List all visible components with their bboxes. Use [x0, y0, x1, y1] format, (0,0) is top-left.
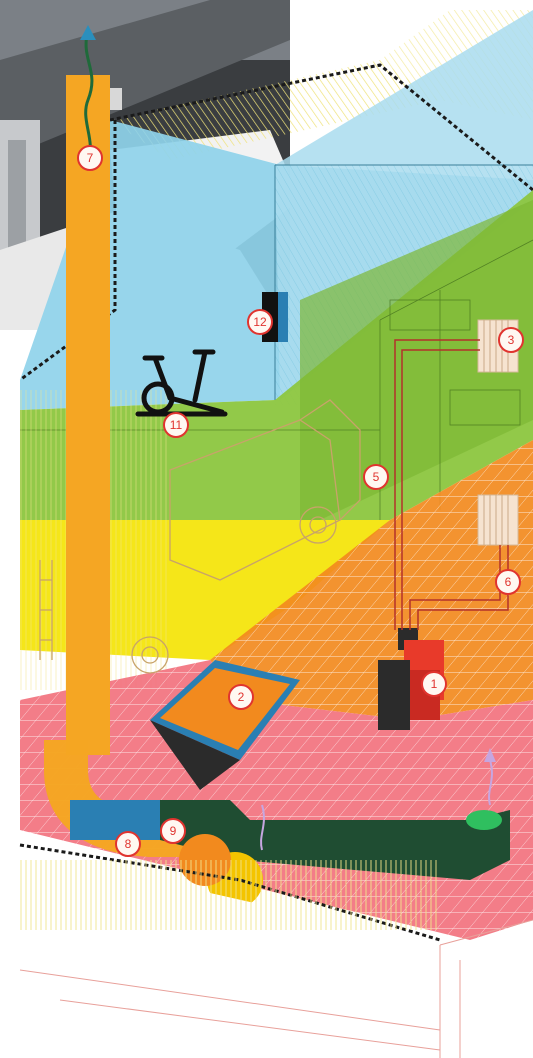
marker-1: 1: [421, 671, 447, 697]
flue-pipe: [44, 25, 190, 857]
marker-2: 2: [228, 684, 254, 710]
marker-7: 7: [77, 145, 103, 171]
marker-6: 6: [495, 569, 521, 595]
marker-5: 5: [363, 464, 389, 490]
roof-insulation-line: [109, 63, 533, 192]
roof-insulation-panel: [110, 60, 440, 160]
fuel-store: [150, 660, 300, 790]
marker-8: 8: [115, 831, 141, 857]
heat-arrow-icon: [260, 748, 496, 851]
truck-icon: [39, 399, 361, 674]
marker-11: 11: [163, 412, 189, 438]
marker-12: 12: [247, 309, 273, 335]
marker-9: 9: [160, 818, 186, 844]
marker-3: 3: [498, 327, 524, 353]
